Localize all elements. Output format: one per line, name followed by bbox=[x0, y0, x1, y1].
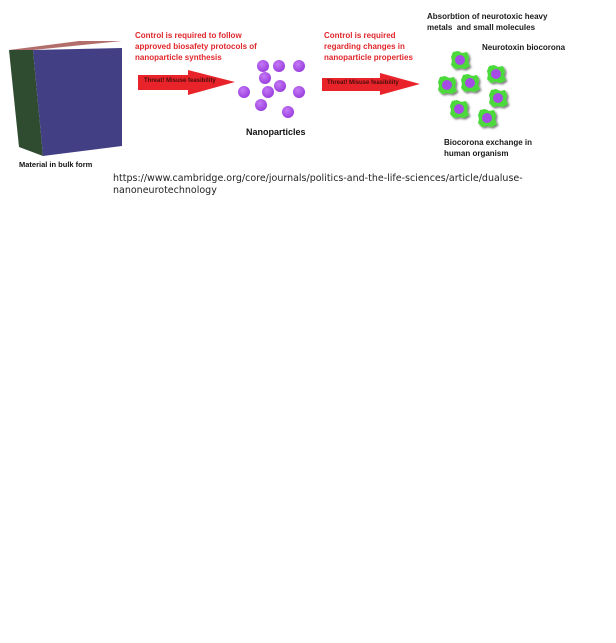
threat-arrow-2 bbox=[322, 73, 420, 95]
nanoparticles-label: Nanoparticles bbox=[246, 127, 306, 137]
biocorona-exchange-text: Biocorona exchange in human organism bbox=[444, 138, 533, 158]
threat-arrow-1 bbox=[138, 70, 235, 95]
control-text-properties: Control is required regarding changes in… bbox=[324, 31, 413, 62]
arrow-right-icon bbox=[138, 70, 235, 95]
source-url: https://www.cambridge.org/core/journals/… bbox=[113, 173, 523, 196]
threat-label-1: Threat! Misuse feasibility bbox=[144, 78, 216, 84]
bulk-material-label: Material in bulk form bbox=[19, 160, 93, 169]
neurotoxin-biocorona-label: Neurotoxin biocorona bbox=[482, 43, 566, 52]
nanoparticle-icons bbox=[238, 60, 305, 118]
bulk-material-cube bbox=[9, 41, 122, 156]
biocorona-particle-icons bbox=[438, 51, 508, 127]
nanoparticles-cluster bbox=[238, 60, 305, 118]
cube-side-face bbox=[9, 50, 43, 156]
cube-top-face bbox=[9, 41, 122, 50]
arrow-right-icon bbox=[322, 73, 420, 95]
absorption-text: Absorbtion of neurotoxic heavy metals an… bbox=[427, 12, 548, 32]
threat-label-2: Threat! Misuse feasibility bbox=[327, 80, 399, 86]
control-text-synthesis: Control is required to follow approved b… bbox=[135, 31, 257, 62]
biocorona-cluster bbox=[430, 52, 520, 142]
cube-front-face bbox=[33, 48, 122, 156]
